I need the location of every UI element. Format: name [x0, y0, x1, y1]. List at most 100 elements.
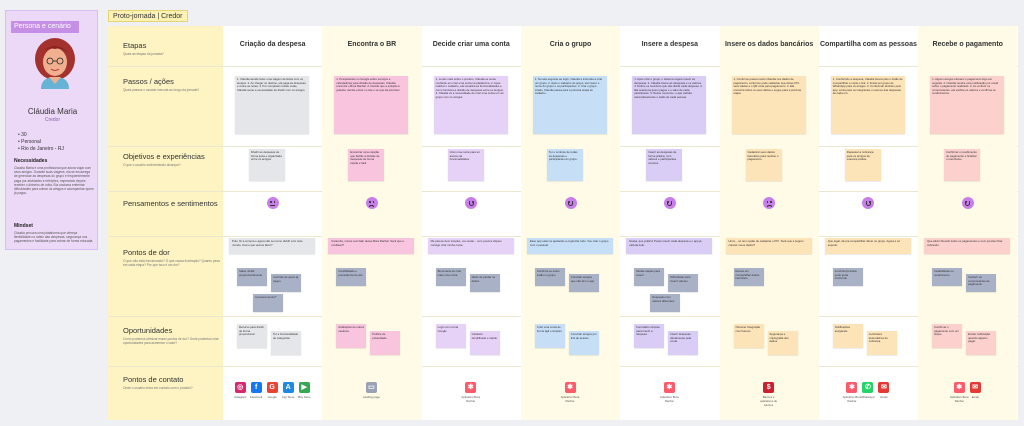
row-title: Pontos de contato — [123, 375, 184, 384]
pain-note[interactable]: A pessoa sumiu? — [253, 294, 283, 312]
opportunity-note[interactable]: Cadastro simplificado e rápido — [469, 331, 500, 355]
opportunity-note[interactable]: Oferecer integração com bancos — [733, 324, 764, 348]
opportunity-note[interactable]: Confirmar o pagamento com um clique — [932, 324, 963, 348]
aplicativo-bora-rachar-icon[interactable]: ✱ — [465, 382, 477, 393]
goal-note[interactable]: Inserir as despesas de forma prática, co… — [646, 149, 683, 181]
thought-note[interactable]: Puts, fiz a compra e agora não sei como … — [229, 238, 315, 254]
touchpoint-label: WhatsApp — [861, 395, 875, 399]
pain-note[interactable]: Dificuldade para inserir valores — [668, 274, 699, 292]
pain-note[interactable]: Convidar amigos que não têm o app — [568, 274, 599, 292]
stage-column: Decide criar uma conta 1. Lendo mais sobr… — [422, 26, 521, 420]
goal-note[interactable]: Dividir as despesas de forma justa e org… — [249, 149, 285, 181]
instagram-icon[interactable]: ◎ — [234, 382, 246, 393]
opportunity-note[interactable]: Criar uma conta de forma ágil e simples — [534, 324, 565, 348]
board-tag: Proto-jornada | Credor — [108, 10, 188, 22]
pain-note[interactable]: Burocracia de criar mais uma conta — [435, 268, 466, 286]
opportunity-note[interactable]: Recurso para dividir de forma proporcion… — [237, 324, 267, 348]
row-subtitle: Quais passos o usuário executa ao longo … — [123, 88, 200, 92]
step-note[interactable]: 1. Cláudia decide fazer uma viagem de fé… — [235, 76, 309, 134]
opportunity-note[interactable]: Segurança e criptografia dos dados — [767, 331, 798, 355]
pain-note[interactable]: Receio em compartilhar dados bancários — [733, 268, 764, 286]
row-label-dores: Pontos de dor O que não está funcionando… — [123, 248, 223, 267]
pain-note[interactable]: Instabilidade no recebimento — [932, 268, 963, 286]
play-store-icon[interactable]: ▶ — [298, 382, 310, 393]
stage-title: Decide criar uma conta — [432, 41, 510, 48]
row-title: Oportunidades — [123, 326, 173, 335]
persona-tag: Persona e cenário — [11, 21, 79, 33]
touchpoint-label: Google — [267, 395, 277, 399]
touchpoint-label: Aplicativo Bora Rachar — [560, 395, 580, 403]
step-note[interactable]: 1. Pesquisando no Google sobre serviços … — [334, 76, 409, 134]
persona-needs-title: Necessidades — [14, 158, 48, 164]
goal-note[interactable]: Confirmar o recebimento do pagamento e f… — [944, 149, 981, 181]
thought-note[interactable]: Nossa, que prático! Posso inserir cada d… — [626, 238, 713, 254]
opportunity-note[interactable]: Login com conta Google — [435, 324, 466, 348]
persona-mindset-text: Cláudia procura uma plataforma que ofere… — [14, 231, 94, 244]
aplicativo-bora-rachar-icon[interactable]: ✱ — [846, 382, 858, 393]
opportunity-note[interactable]: Lembretes automáticos de cobrança — [866, 331, 897, 355]
stage-title: Recebe o pagamento — [932, 41, 1003, 48]
whatsapp-icon[interactable]: ✆ — [862, 382, 874, 393]
opportunity-note[interactable]: Ter a funcionalidade de categorias — [271, 331, 301, 355]
bancos-e-aplicativos-de-bancos-icon[interactable]: $ — [763, 382, 775, 393]
pain-note[interactable]: Credibilidade e procedência do site — [336, 268, 367, 286]
stage-title: Insere a despesa — [641, 41, 699, 48]
pain-note[interactable]: Confirma se todos estão no grupo — [534, 268, 565, 286]
persona-facts: 30 Personal Rio de Janeiro - RJ — [18, 132, 64, 153]
sentiment-icon — [663, 197, 676, 209]
thought-note[interactable]: Hmm... só tem opção de cadastrar o PIX. … — [725, 238, 812, 254]
step-note[interactable]: 1. Conforme passou tanto Cláudia nos dad… — [731, 76, 806, 134]
pain-note[interactable]: A cobrança direta pode gerar incômodo — [832, 268, 863, 286]
step-note[interactable]: 1. No tela seguinte ao login, Cláudia é … — [532, 76, 607, 134]
opportunity-note[interactable]: Convidar amigos por link de acesso — [568, 331, 599, 355]
step-note[interactable]: 1. Alguns amigos efetuam o pagamento log… — [930, 76, 1005, 134]
pain-note[interactable]: Saber dividir proporcionalmente — [237, 268, 267, 286]
opportunity-note[interactable]: Avaliações de outros usuários — [336, 324, 367, 348]
row-subtitle: Onde o usuário entra em contato com o pr… — [123, 386, 193, 390]
landing-page-icon[interactable]: ▭ — [365, 382, 377, 393]
thought-note[interactable]: Que legal, dá pra compartilhar direto no… — [824, 238, 911, 254]
opportunity-note[interactable]: Notificações amigáveis — [832, 324, 863, 348]
pain-note[interactable]: Despesas com valores diferentes — [650, 294, 681, 312]
pain-note[interactable]: Conferir os comprovantes de pagamento — [966, 274, 997, 292]
row-label-passos: Passos / ações Quais passos o usuário ex… — [123, 77, 223, 92]
email-icon[interactable]: ✉ — [969, 382, 981, 393]
row-subtitle: O que não está funcionando? O que causa … — [123, 259, 220, 267]
opportunity-note[interactable]: Inserir despesas diretamente pela conta — [668, 331, 699, 355]
opportunity-note[interactable]: Enviar notificação quando alguém pagar — [966, 331, 997, 355]
facebook-icon[interactable]: f — [250, 382, 262, 393]
step-note[interactable]: 1. Lendo mais sobre o produto, Cláudia s… — [433, 76, 508, 134]
thought-note[interactable]: Esse app está me ajudando a organizar tu… — [526, 238, 613, 254]
pain-note[interactable]: Muitas etapas para inserir — [634, 268, 665, 286]
app-store-icon[interactable]: A — [282, 382, 294, 393]
goal-note[interactable]: Cadastrar seus dados bancários para rece… — [745, 149, 782, 181]
aplicativo-bora-rachar-icon[interactable]: ✱ — [953, 382, 965, 393]
google-icon[interactable]: G — [266, 382, 278, 393]
opportunity-note[interactable]: Formulário simples para inserir a despes… — [634, 324, 665, 348]
goal-note[interactable]: Criar uma conta para ter acesso às funci… — [447, 149, 484, 181]
row-label-pensamentos: Pensamentos e sentimentos — [123, 199, 223, 208]
thought-note[interactable]: Me parece bem simples, vou testar... com… — [427, 238, 514, 254]
touchpoint-label: Aplicativo Bora Rachar — [842, 395, 862, 403]
aplicativo-bora-rachar-icon[interactable]: ✱ — [663, 382, 675, 393]
opportunity-note[interactable]: Política de privacidade — [370, 331, 401, 355]
row-labels-column: Etapas Quais as etapas da jornada? Passo… — [108, 26, 223, 420]
persona-needs-text: Cláudia Maria é uma profissional que ado… — [14, 166, 94, 196]
step-note[interactable]: 1. Conferindo a despesa, Cláudia busca p… — [830, 76, 905, 134]
thought-note[interactable]: Caramba, nunca ouvi falar desse Bora Rac… — [328, 238, 415, 254]
pain-note[interactable]: Medo de perder os dados — [469, 274, 500, 292]
goal-note[interactable]: Encontrar uma solução que facilite a div… — [348, 149, 385, 181]
sentiment-icon — [465, 197, 478, 209]
stage-title: Insere os dados bancários — [724, 41, 814, 48]
thought-note[interactable]: Que alívio! Recebi todos os pagamentos e… — [924, 238, 1011, 254]
email-icon[interactable]: ✉ — [878, 382, 890, 393]
goal-note[interactable]: Repassar a cobrança para os amigos de ma… — [844, 149, 881, 181]
stage-column: Insere a despesa 1. Após criar o grupo, o… — [620, 26, 719, 420]
aplicativo-bora-rachar-icon[interactable]: ✱ — [564, 382, 576, 393]
step-note[interactable]: 1. Após criar o grupo, o sistema sugere … — [632, 76, 707, 134]
persona-avatar-icon — [35, 38, 75, 89]
pain-note[interactable]: Controle de quem já pagou — [271, 274, 301, 292]
persona-role: Credor — [44, 117, 61, 123]
goal-note[interactable]: Ter o controle de todas as despesas e pa… — [546, 149, 583, 181]
